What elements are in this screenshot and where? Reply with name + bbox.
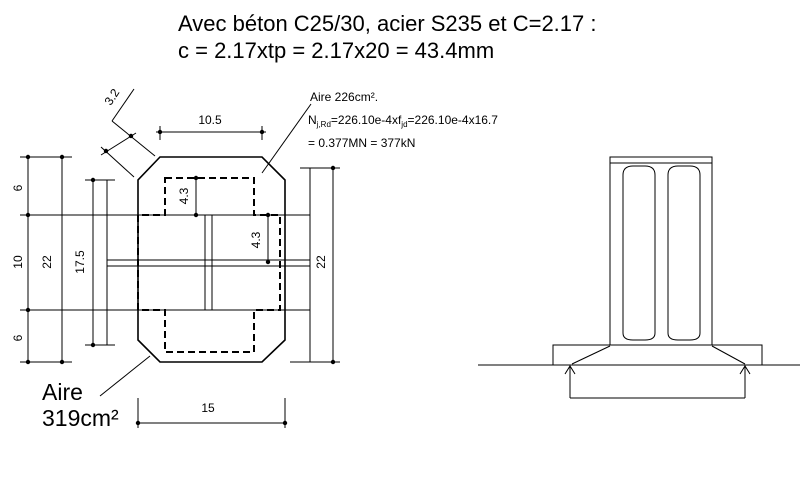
dim-label-top-width: 10.5 xyxy=(198,113,222,127)
reaction-arrow-icon xyxy=(564,365,576,375)
plate-area-value: 319cm² xyxy=(42,405,119,431)
dimension-dot xyxy=(128,133,134,139)
dim-label-offset-side: 4.3 xyxy=(249,231,263,248)
dim-label-chamfer: 3.2 xyxy=(102,86,123,108)
dimension-dot xyxy=(259,129,265,135)
dimension-leader xyxy=(111,88,135,122)
dimension-dot xyxy=(135,420,141,426)
resistance-expression-subscript: jd xyxy=(400,120,407,129)
column-fillet-curve xyxy=(622,165,656,176)
dim-label-left-top: 6 xyxy=(11,184,25,191)
dim-label-right-total: 22 xyxy=(314,255,328,269)
resistance-symbol-subscript: j,Rd xyxy=(316,120,331,129)
dimension-dot xyxy=(90,177,96,183)
column-outline xyxy=(609,156,713,346)
dim-label-left-total: 22 xyxy=(40,255,54,269)
resistance-symbol: N xyxy=(308,113,317,127)
resistance-formula: Nj,Rd=226.10e-4xfjd=226.10e-4x16.7 xyxy=(308,113,498,129)
resistance-result: = 0.377MN = 377kN xyxy=(308,136,415,150)
plan-view: 6 10 6 22 17.5 10.5 3.2 4.3 xyxy=(11,86,498,431)
effective-area-label: Aire 226cm². xyxy=(310,90,378,104)
dimension-dot xyxy=(282,420,288,426)
dimension-dot xyxy=(59,154,65,160)
dimension-dot xyxy=(103,148,109,154)
dimension-dot xyxy=(193,175,199,181)
extension-line xyxy=(111,120,156,157)
effective-area-outline xyxy=(137,177,281,353)
base-plate-elevation xyxy=(552,344,763,366)
column-fillet-curve xyxy=(622,332,656,341)
dimension-dot xyxy=(25,212,31,218)
load-spread-line xyxy=(711,345,746,365)
dimension-dot xyxy=(265,212,271,218)
elevation-view xyxy=(478,156,800,399)
title-line-1: Avec béton C25/30, acier S235 et C=2.17 … xyxy=(178,11,596,36)
dim-label-left-middle: 10 xyxy=(11,255,25,269)
dim-label-offset-top: 4.3 xyxy=(177,187,191,204)
dim-label-inner-height: 17.5 xyxy=(73,250,87,274)
dimension-dot xyxy=(265,259,271,265)
load-spread-line xyxy=(571,345,611,365)
dimension-dot xyxy=(330,359,336,365)
dimension-dot xyxy=(25,359,31,365)
dimension-dot xyxy=(157,129,163,135)
title-line-2: c = 2.17xtp = 2.17x20 = 43.4mm xyxy=(178,38,494,63)
dimension-dot xyxy=(90,342,96,348)
plate-area-leader xyxy=(99,355,151,397)
resistance-expression-a: =226.10e-4xf xyxy=(331,113,402,127)
dim-label-bottom-width: 15 xyxy=(201,401,215,415)
dimension-dot xyxy=(25,154,31,160)
dimension-dot xyxy=(330,165,336,171)
dimension-dot xyxy=(193,212,199,218)
dimension-dot xyxy=(25,307,31,313)
effective-area-leader xyxy=(261,103,312,174)
base-plate-outline xyxy=(137,156,286,363)
column-fillet-curve xyxy=(667,165,701,176)
column-fillet-curve xyxy=(667,332,701,341)
reaction-arrow-icon xyxy=(739,365,751,375)
plate-area-label: Aire xyxy=(42,379,83,405)
dim-label-left-bottom: 6 xyxy=(11,334,25,341)
dimension-dot xyxy=(59,359,65,365)
resistance-expression-b: =226.10e-4x16.7 xyxy=(408,113,499,127)
